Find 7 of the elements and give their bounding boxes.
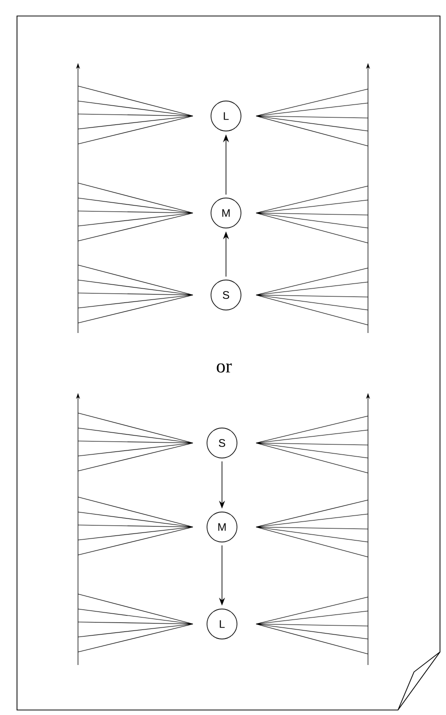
circle-node: M [210, 198, 242, 228]
circle-node: S [206, 428, 238, 458]
label-text: or [216, 363, 232, 373]
circle-node: S [210, 280, 242, 310]
circle-node: M [206, 512, 238, 542]
circle-node: L [210, 100, 242, 132]
circle-node: L [206, 608, 238, 640]
